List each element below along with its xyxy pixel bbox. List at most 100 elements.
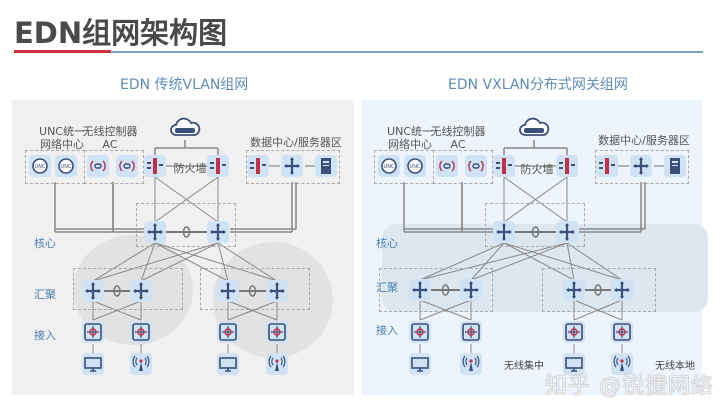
unc-label: UNC统一 网络中心 — [39, 125, 85, 151]
link-line — [92, 242, 156, 282]
page-title: EDN组网架构图 — [14, 16, 228, 50]
datacenter-label: 数据中心/服务器区 — [598, 134, 690, 147]
tier-access: 接入 — [376, 324, 398, 337]
svg-text:UNC: UNC — [384, 164, 395, 170]
switch-icon — [630, 155, 652, 177]
access-switch-icon — [563, 321, 585, 343]
link-line — [227, 300, 278, 321]
link-line — [140, 242, 156, 282]
unc-icon: UNC — [404, 155, 426, 177]
link-aggregation-icon — [113, 285, 121, 297]
device-group-box — [542, 268, 656, 312]
switch-icon — [144, 221, 166, 243]
link-line — [566, 242, 575, 281]
internet-cloud-icon — [168, 117, 202, 139]
link-line — [419, 242, 505, 281]
wireless-ap-icon — [460, 353, 482, 375]
device-group-box — [485, 203, 585, 247]
device-group-box — [595, 150, 689, 184]
device-group-box — [136, 203, 236, 247]
wireless-local-note: 无线本地 — [655, 361, 695, 372]
switch-icon — [130, 280, 152, 302]
switch-icon — [266, 280, 288, 302]
wireless-controller-icon — [436, 155, 458, 177]
wireless-ap-icon — [611, 353, 633, 375]
unc-icon: UNC — [55, 155, 77, 177]
access-switch-icon — [611, 321, 633, 343]
title-underline — [111, 51, 703, 53]
link-line — [503, 242, 575, 281]
left-subtitle: EDN 传统VLAN组网 — [120, 77, 249, 93]
tier-access: 接入 — [34, 329, 56, 342]
svg-text:UNC: UNC — [61, 164, 72, 170]
firewall-icon — [493, 155, 515, 177]
wireless-ap-icon — [130, 353, 152, 375]
firewall-icon — [144, 155, 166, 177]
link-line — [470, 242, 505, 281]
unc-icon: UNC — [29, 155, 51, 177]
access-switch-icon — [409, 321, 431, 343]
device-group-box — [84, 150, 144, 184]
monitor-icon — [409, 353, 431, 375]
link-line — [419, 299, 472, 321]
firewall-label: 防火墙 — [173, 162, 207, 175]
firewall-label: 防火墙 — [520, 163, 554, 176]
link-line — [154, 242, 229, 282]
link-line — [154, 242, 278, 282]
unc-label: UNC统一 网络中心 — [387, 125, 433, 151]
server-icon — [664, 155, 686, 177]
firewall-icon — [207, 155, 229, 177]
monitor-icon — [82, 353, 104, 375]
link-line — [217, 242, 229, 282]
switch-icon — [409, 279, 431, 301]
device-group-box — [246, 150, 340, 184]
link-aggregation-icon — [182, 226, 191, 238]
switch-icon — [611, 279, 633, 301]
watermark: 知乎 @锐捷网络 — [545, 374, 714, 399]
access-switch-icon — [460, 321, 482, 343]
wireless-ap-icon — [266, 353, 288, 375]
datacenter-label: 数据中心/服务器区 — [250, 136, 342, 149]
access-switch-icon — [82, 321, 104, 343]
link-line — [503, 242, 623, 281]
firewall-icon — [247, 155, 269, 177]
link-line — [573, 299, 623, 321]
device-group-box — [73, 268, 183, 310]
access-switch-icon — [217, 321, 239, 343]
wireless-central-note: 无线集中 — [504, 361, 544, 372]
link-line — [154, 176, 219, 223]
title-underline-accent — [14, 50, 111, 53]
switch-icon — [563, 279, 585, 301]
firewall-icon — [596, 155, 618, 177]
link-aggregation-icon — [594, 284, 602, 296]
link-line — [419, 242, 568, 281]
ac-label: 无线控制器 AC — [82, 125, 138, 151]
link-line — [217, 242, 278, 282]
switch-icon — [556, 221, 578, 243]
monitor-icon — [217, 353, 239, 375]
svg-text:UNC: UNC — [410, 164, 421, 170]
firewall-icon — [556, 155, 578, 177]
link-line — [566, 242, 623, 281]
access-switch-icon — [266, 321, 288, 343]
access-switch-icon — [130, 321, 152, 343]
monitor-icon — [563, 353, 585, 375]
tier-core: 核心 — [376, 237, 398, 250]
link-line — [470, 242, 568, 281]
device-group-box — [379, 268, 493, 312]
switch-icon — [82, 280, 104, 302]
switch-icon — [217, 280, 239, 302]
tier-core: 核心 — [34, 237, 56, 250]
device-group-box — [200, 268, 310, 310]
unc-icon: UNC — [378, 155, 400, 177]
switch-icon — [493, 221, 515, 243]
wireless-controller-icon — [465, 155, 487, 177]
ac-label: 无线控制器 AC — [430, 125, 486, 151]
wireless-controller-icon — [87, 155, 109, 177]
link-line — [503, 176, 568, 223]
link-line — [140, 242, 219, 282]
switch-icon — [281, 155, 303, 177]
switch-icon — [460, 279, 482, 301]
internet-cloud-icon — [517, 117, 551, 139]
